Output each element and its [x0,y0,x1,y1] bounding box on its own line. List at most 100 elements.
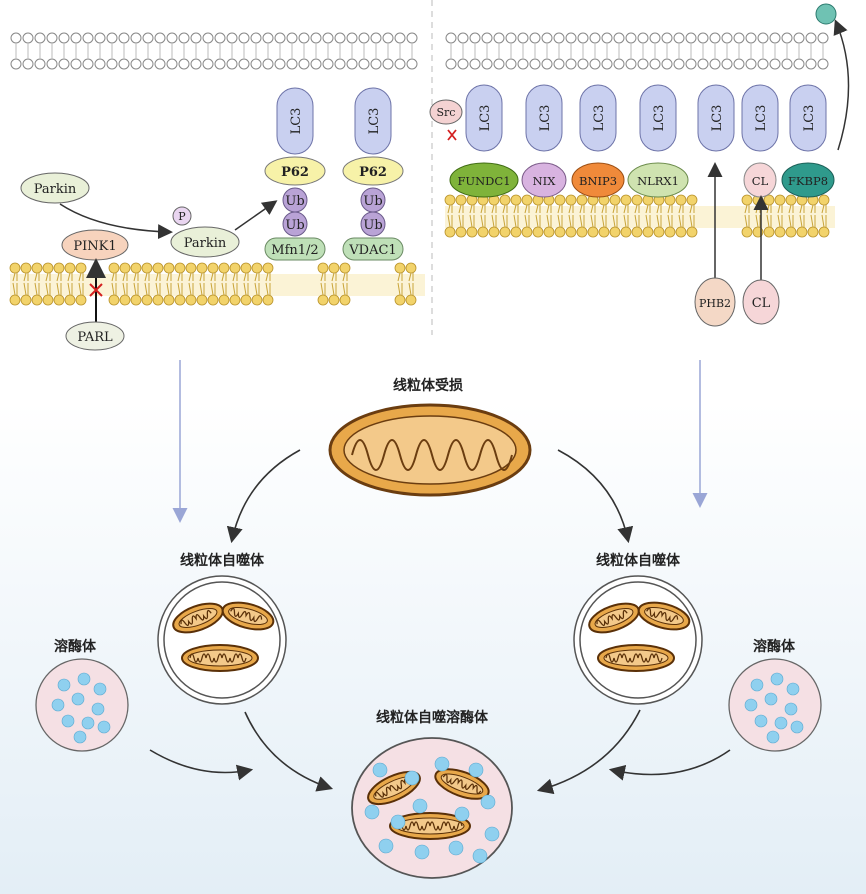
left-panel: Parkin P Parkin PINK1 PARL LC3 P62 Ub Ub… [20,87,404,351]
cleavage-cross [89,283,103,297]
ub-2 [282,211,308,237]
hydrolase-granule [754,714,768,728]
membranes [9,32,835,306]
lc3-right-label: LC3 [652,105,667,132]
lc3-right-4 [639,84,677,152]
phospho-badge [172,206,192,226]
mitophagosome-left-title: 线粒体自噬体 [180,552,265,569]
parkin-to-p62-arrow [234,200,278,231]
parkin-free-label: Parkin [34,182,77,197]
mitochondrion [389,812,471,840]
receptor-label: NLRX1 [637,174,679,188]
lc3-a [276,87,314,155]
receptor-bnip3 [571,162,625,198]
hydrolase-granule [434,756,450,772]
mitochondrion [181,644,259,672]
hydrolase-granule [448,840,464,856]
src-block-cross [447,129,457,141]
hydrolase-granule [454,806,470,822]
parkin-bound-label: Parkin [184,236,227,251]
arc-damage-to-left [226,449,301,544]
lc3-right-7 [789,84,827,152]
lc3-right-label: LC3 [754,105,769,132]
lc3-right-5 [697,84,735,152]
lysosome-left [35,658,129,752]
hydrolase-granule [484,826,500,842]
hydrolase-granule [91,702,105,716]
ub-1-label: Ub [285,194,304,209]
hydrolase-granule [372,762,388,778]
p62-a-label: P62 [281,165,309,180]
lipid-bilayer [9,262,425,306]
src [429,99,463,125]
receptor-label: FUNDC1 [457,174,510,188]
mitochondrion [434,768,490,800]
autophagosomes [157,575,703,705]
hydrolase-granule [404,770,420,786]
arrow-left-lyso-to-fusion [149,749,254,781]
lc3-right-2 [525,84,563,152]
hydrolase-granule [378,838,394,854]
fkbp8-release-arrow [833,19,850,151]
hydrolase-granule [770,672,784,686]
hydrolase-granule [774,716,788,730]
mitophagosome-right-title: 线粒体自噬体 [596,552,681,569]
mitolysosome-title: 线粒体自噬溶酶体 [376,709,489,726]
mfn-label: Mfn1/2 [271,243,318,258]
hydrolase-granule [750,678,764,692]
mitolysosome [351,737,513,879]
p62-b-label: P62 [359,165,387,180]
receptor-label: FKBP8 [788,174,828,188]
lysosome-right [728,658,822,752]
arc-damage-to-right [557,449,634,544]
damaged-title: 线粒体受损 [393,377,463,394]
hydrolase-granule [77,672,91,686]
lc3-right-3 [579,84,617,152]
released-ball [815,3,837,25]
lysosome-right-title: 溶酶体 [753,638,796,655]
lc3-right-label: LC3 [478,105,493,132]
hydrolase-granule [93,682,107,696]
hydrolase-granule [71,692,85,706]
cl-inner [742,279,780,325]
lc3-b [354,87,392,155]
receptor-fkbp8 [781,162,835,198]
phb2 [694,277,736,327]
mitochondrion [597,644,675,672]
hydrolase-granule [73,730,87,744]
arrow-right-lyso-to-fusion [608,749,731,781]
hydrolase-granule [414,844,430,860]
hydrolase-granule [412,798,428,814]
p62-a [264,156,326,186]
hydrolase-granule [480,794,496,810]
parl-label: PARL [77,330,113,345]
hydrolase-granule [790,720,804,734]
lc3-b-label: LC3 [367,108,382,135]
lysosome-left-title: 溶酶体 [54,638,97,655]
parkin-free [20,172,90,204]
phospho-label: P [178,210,186,223]
receptor-label: NIX [533,174,557,188]
mitochondrion [588,602,640,634]
receptor-nlrx1 [627,162,689,198]
ub-3-label: Ub [363,194,382,209]
hydrolase-granule [61,714,75,728]
arrow-left-auto-to-fusion [244,711,334,792]
p62-b [342,156,404,186]
hydrolase-granule [766,730,780,744]
hydrolase-granule [364,804,380,820]
lc3-right-label: LC3 [538,105,553,132]
damaged-mitochondrion [328,403,532,497]
hydrolase-granule [390,814,406,830]
ub-4 [360,211,386,237]
cl-inner-label: CL [752,296,771,311]
hydrolase-granule [764,692,778,706]
lc3-right-1 [465,84,503,152]
hydrolase-granule [472,848,488,864]
vdac-label: VDAC1 [348,243,396,258]
hydrolase-granule [744,698,758,712]
